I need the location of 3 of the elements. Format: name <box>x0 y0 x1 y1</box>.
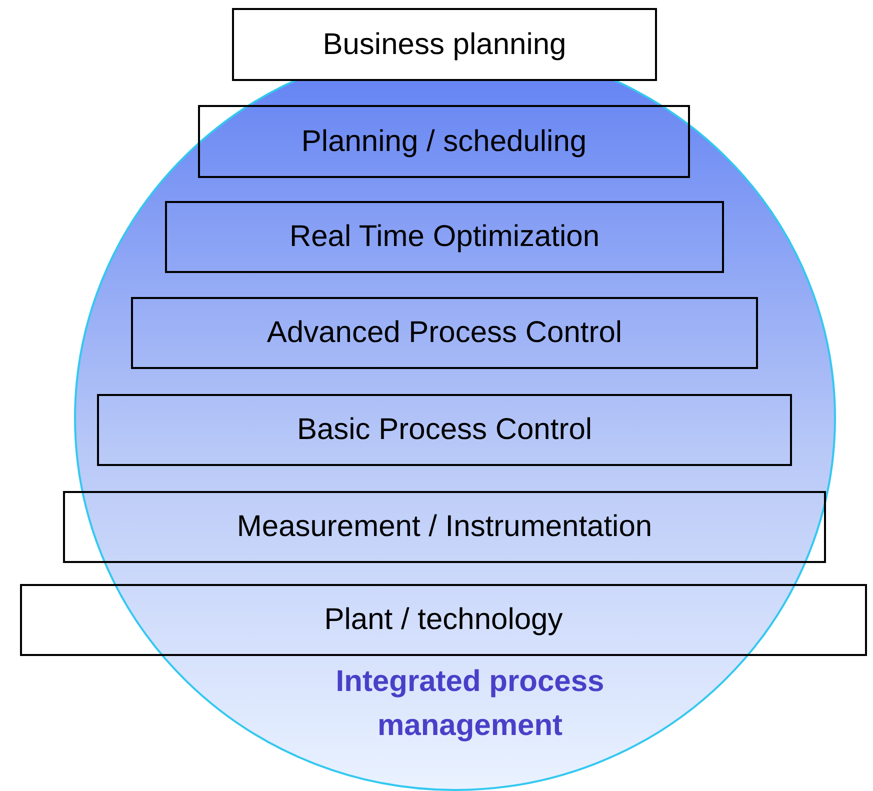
layer-box: Plant / technology <box>20 584 867 656</box>
layer-box: Business planning <box>232 8 657 81</box>
circle-label: Integrated process management <box>334 664 606 744</box>
